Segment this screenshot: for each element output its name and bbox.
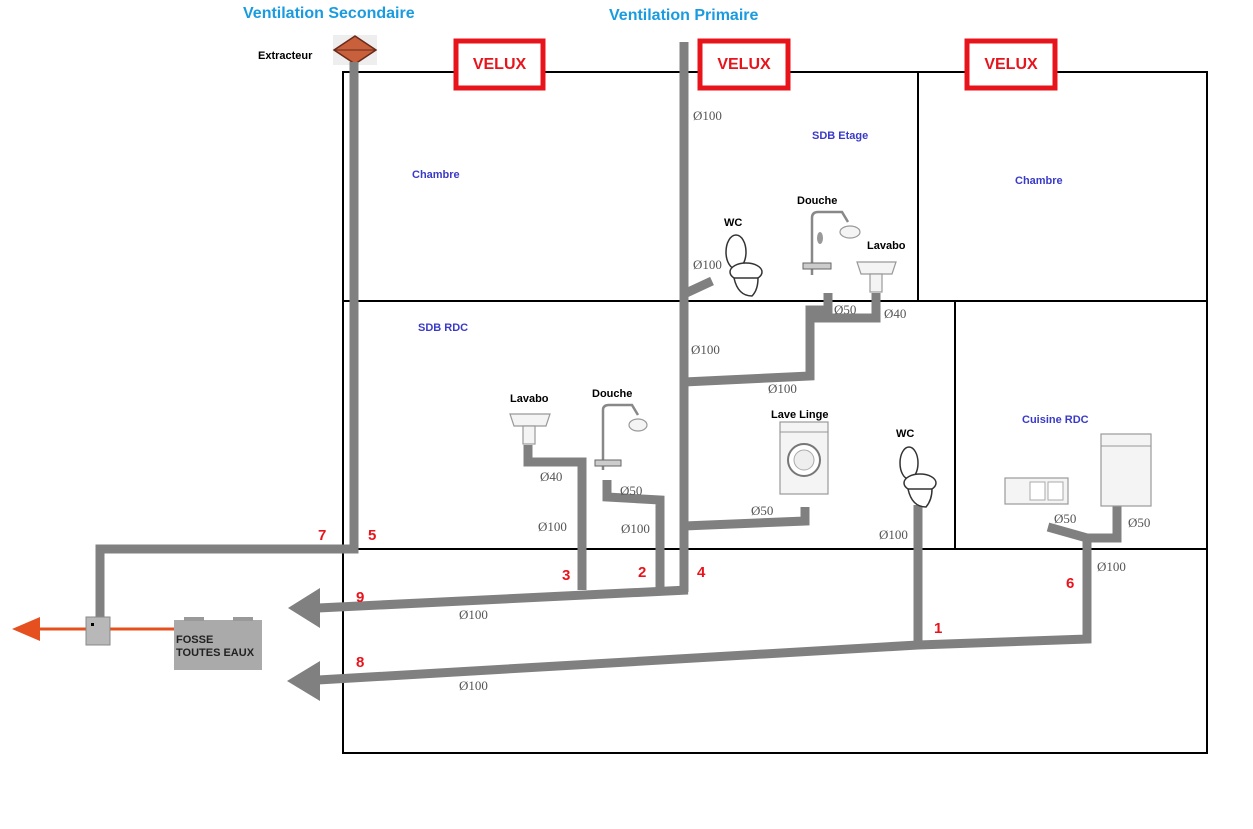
wc-etage-pipe <box>682 276 714 299</box>
svg-text:Ø100: Ø100 <box>768 381 797 396</box>
point-numbers: 7 5 3 2 4 9 8 1 6 <box>318 527 1074 671</box>
velux-3: VELUX <box>964 38 1058 91</box>
lavabo-etage-pipe <box>810 293 881 323</box>
svg-text:Ø100: Ø100 <box>459 607 488 622</box>
svg-text:2: 2 <box>638 564 646 581</box>
lave-linge-pipe <box>683 507 810 531</box>
svg-text:Ø50: Ø50 <box>1128 515 1150 530</box>
svg-text:4: 4 <box>697 564 706 581</box>
svg-text:Ø100: Ø100 <box>691 342 720 357</box>
douche-rdc-icon <box>594 403 648 470</box>
svg-text:Ø100: Ø100 <box>621 521 650 536</box>
lavabo-rdc-icon <box>509 413 551 445</box>
svg-text:Ø100: Ø100 <box>1097 559 1126 574</box>
svg-text:3: 3 <box>562 567 570 584</box>
svg-text:VELUX: VELUX <box>984 56 1038 73</box>
svg-text:VELUX: VELUX <box>717 56 771 73</box>
svg-text:6: 6 <box>1066 575 1074 592</box>
lavabo-rdc-pipe <box>523 445 587 590</box>
svg-text:VELUX: VELUX <box>473 56 527 73</box>
svg-text:Ø100: Ø100 <box>693 108 722 123</box>
douche-etage-pipe <box>683 293 833 387</box>
label-lave-linge: Lave Linge <box>771 409 828 421</box>
svg-text:Ø40: Ø40 <box>540 469 562 484</box>
lave-vaisselle-icon <box>1100 433 1152 507</box>
svg-text:Ø40: Ø40 <box>884 306 906 321</box>
ventilation-secondaire-pipe <box>95 62 359 620</box>
svg-text:1: 1 <box>934 620 942 637</box>
outlet-arrow-icon <box>12 617 40 641</box>
label-douche-rdc: Douche <box>592 388 632 400</box>
ventilation-secondaire-title: Ventilation Secondaire <box>243 5 415 22</box>
room-sdb-rdc: SDB RDC <box>418 322 468 334</box>
velux-1: VELUX <box>453 38 546 91</box>
arrow-8-icon <box>287 661 320 701</box>
label-lavabo-etage: Lavabo <box>867 240 906 252</box>
evacuation-9-pipe <box>317 585 689 613</box>
fosse-toutes-eaux: FOSSE TOUTES EAUX <box>174 617 262 670</box>
room-chambre-left: Chambre <box>412 169 460 181</box>
svg-text:8: 8 <box>356 654 364 671</box>
extracteur-label: Extracteur <box>258 50 313 62</box>
arrow-9-icon <box>288 588 320 628</box>
pipes <box>95 42 1122 701</box>
velux-2: VELUX <box>697 38 791 91</box>
label-wc-rdc: WC <box>896 428 914 440</box>
regard-icon <box>85 616 111 646</box>
lave-linge-icon <box>779 421 829 495</box>
evier-pipe <box>1046 522 1089 543</box>
svg-text:Ø50: Ø50 <box>620 483 642 498</box>
wc-rdc-icon <box>899 446 937 508</box>
evier-icon <box>1004 477 1069 505</box>
svg-text:7: 7 <box>318 527 326 544</box>
label-wc-etage: WC <box>724 217 742 229</box>
svg-text:9: 9 <box>356 589 364 606</box>
svg-text:Ø50: Ø50 <box>751 503 773 518</box>
svg-text:5: 5 <box>368 527 376 544</box>
douche-rdc-pipe <box>602 480 665 590</box>
svg-text:Ø100: Ø100 <box>538 519 567 534</box>
evacuation-8-pipe <box>317 505 1122 685</box>
outlet <box>12 616 175 646</box>
douche-etage-icon <box>802 210 861 275</box>
svg-text:Ø100: Ø100 <box>879 527 908 542</box>
label-lavabo-rdc: Lavabo <box>510 393 549 405</box>
room-sdb-etage: SDB Etage <box>812 130 868 142</box>
ventilation-primaire-title: Ventilation Primaire <box>609 7 758 24</box>
extracteur-icon <box>332 35 378 65</box>
svg-text:TOUTES EAUX: TOUTES EAUX <box>176 647 255 659</box>
wc-etage-icon <box>725 234 763 297</box>
room-cuisine-rdc: Cuisine RDC <box>1022 414 1089 426</box>
svg-text:Ø100: Ø100 <box>693 257 722 272</box>
label-douche-etage: Douche <box>797 195 837 207</box>
svg-text:Ø50: Ø50 <box>834 302 856 317</box>
svg-text:Ø100: Ø100 <box>459 678 488 693</box>
lavabo-etage-icon <box>856 261 897 293</box>
room-chambre-right: Chambre <box>1015 175 1063 187</box>
svg-text:FOSSE: FOSSE <box>176 634 213 646</box>
diameter-labels: Ø100 Ø100 Ø50 Ø40 Ø100 Ø100 Ø40 Ø50 Ø100… <box>459 108 1150 693</box>
svg-text:Ø50: Ø50 <box>1054 511 1076 526</box>
